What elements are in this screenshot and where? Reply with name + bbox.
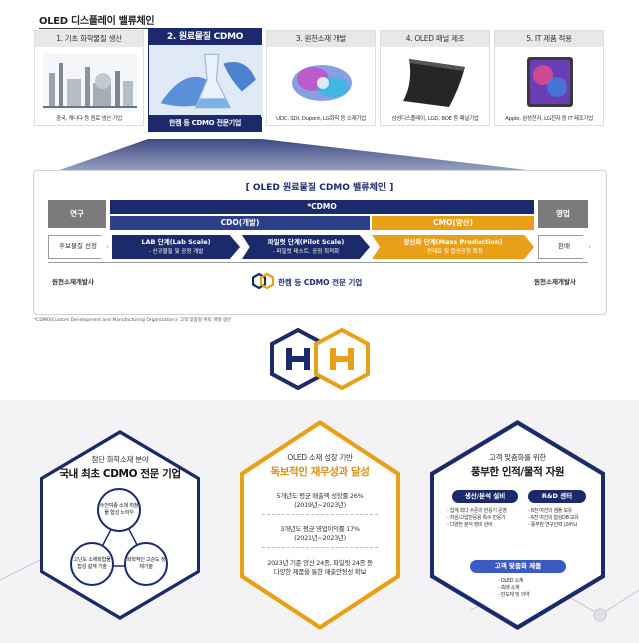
step-caption: 삼성디스플레이, LGD, BOE 등 패널기업 <box>391 116 479 122</box>
list-item: - 다양한 분석 장비 완비 <box>447 522 493 528</box>
rnd-list: - 8천 여건의 샘플 보유 - 6천 여건의 합성DB 보유 - 풍부한 연구… <box>528 508 579 529</box>
stat-margin: 3개년도 평균 영업이익률 17% <box>280 525 360 533</box>
step-chemical: 1. 기초 화학물질 생산 중국, 캐나다 등 원료 생산 기업 <box>34 30 144 126</box>
list-item: - 저온/고압반응용 특수 반응기 <box>447 515 506 521</box>
list-item: - 풍부한 연구인력 (24%) <box>528 522 577 528</box>
pill-rnd: R&D 센터 <box>528 490 586 503</box>
lab-image <box>149 45 263 117</box>
cdo-bar: CDO(개발) <box>110 216 370 230</box>
lab-desc: - 신규물질 및 공정 개발 <box>148 249 204 255</box>
step-panel: 4. OLED 패널 제조 삼성디스플레이, LGD, BOE 등 패널기업 <box>380 30 490 126</box>
stat-stability: 다양한 제품을 통한 매출안정성 확보 <box>273 568 367 576</box>
list-item: - 촉매 소재 <box>498 585 520 591</box>
mass-arrow: 양산화 단계(Mass Production) - 원재료 및 합성공정 확정 <box>372 235 534 259</box>
factory-image <box>43 53 137 111</box>
hex-mid-sub: OLED 소재 성장 기반 <box>287 453 353 462</box>
candidate-arrow: 후보물질 선정 <box>48 235 108 259</box>
step-material: 3. 원천소재 개발 UDC, SDI, Dupont, LG화학 등 소재기업 <box>266 30 376 126</box>
divider <box>262 514 378 515</box>
step-label: 2. 원료물질 CDMO <box>149 29 261 45</box>
pilot-title: 파일럿 단계(Pilot Scale) <box>267 238 345 246</box>
step-label: 4. OLED 패널 제조 <box>381 31 489 47</box>
hex-right-sub: 고객 맞춤화를 위한 <box>489 453 546 462</box>
left-company: 원천소재개발사 <box>52 278 94 286</box>
step-caption: UDC, SDI, Dupont, LG화학 등 소재기업 <box>276 116 366 122</box>
hanchem-label: 한켐 등 CDMO 전문 기업 <box>278 278 363 287</box>
material-image <box>275 53 369 111</box>
sale-arrow: 판매 <box>538 235 590 259</box>
pill-facility: 생산/분석 설비 <box>452 490 518 503</box>
circle-purify: 화학적인 고순도 정제기술 <box>124 542 168 586</box>
hex-mid-title: 독보적인 재무성과 달성 <box>270 466 370 478</box>
tablet-image <box>503 53 597 111</box>
pill-custom-products: 고객 맞춤화 제품 <box>470 560 566 573</box>
step-caption: 한켐 등 CDMO 전문기업 <box>149 115 261 131</box>
list-item: - OLED 소재 <box>498 578 524 584</box>
right-company: 원천소재개발사 <box>534 278 576 286</box>
step-it: 5. IT 제품 적용 Apple, 삼성전자, LG전자 등 IT 제조기업 <box>494 30 604 126</box>
circle-design: 고난도 소재화합물 합성 설계 기술 <box>70 542 114 586</box>
step-label: 1. 기초 화학물질 생산 <box>35 31 143 47</box>
divider <box>262 547 378 548</box>
stat-growth: 5개년도 평균 매출액 성장률 26% <box>276 492 364 500</box>
stat-growth-period: (2019년~2023년) <box>294 501 346 509</box>
products-list: - OLED 소재 - 촉매 소재 - 반도체 및 의약 <box>498 578 529 599</box>
pilot-arrow: 파일럿 단계(Pilot Scale) - 파일럿 테스트, 공정 최적화 <box>242 235 370 259</box>
step-cdmo: 2. 원료물질 CDMO 한켐 등 CDMO 전문기업 <box>148 28 263 132</box>
step-caption: Apple, 삼성전자, LG전자 등 IT 제조기업 <box>505 116 593 122</box>
hex-left-title: 국내 최초 CDMO 전문 기업 <box>59 468 181 480</box>
mass-title: 양산화 단계(Mass Production) <box>403 238 503 246</box>
pilot-desc: - 파일럿 테스트, 공정 최적화 <box>272 249 340 255</box>
page-title: OLED 디스플레이 밸류체인 <box>39 12 155 29</box>
hex-left-sub: 첨단 화학소재 분야 <box>91 455 149 464</box>
list-item: - 업계 최다 수준의 반응기 운영 <box>447 508 507 514</box>
step-caption: 중국, 캐나다 등 원료 생산 기업 <box>56 116 122 122</box>
footnote: *CDMO(Custom Development and Manufacturi… <box>34 318 232 323</box>
triangle-connector <box>90 510 150 567</box>
panel-image <box>389 53 483 111</box>
list-item: - 8천 여건의 샘플 보유 <box>528 508 572 514</box>
hanchem-logo-icon <box>252 272 274 290</box>
circle-synthesis: 수천여종 소재 최첨물 합성 노하우 <box>97 488 141 532</box>
cdmo-bar: *CDMO <box>110 200 534 214</box>
stat-margin-period: (2021년~2023년) <box>294 534 346 542</box>
research-label: 연구 <box>48 200 106 228</box>
chain-title: [ OLED 원료물질 CDMO 밸류체인 ] <box>245 183 394 193</box>
sales-label: 영업 <box>538 200 588 228</box>
lab-arrow: LAB 단계(Lab Scale) - 신규물질 및 공정 개발 <box>112 235 240 259</box>
step-label: 3. 원천소재 개발 <box>267 31 375 47</box>
stat-products: 2023년 기준 양산 24종, 파일럿 24종 등 <box>267 559 373 567</box>
cmo-bar: CMO(양산) <box>372 216 534 230</box>
hex-right-title: 풍부한 인적/물적 자원 <box>470 466 565 478</box>
lab-title: LAB 단계(Lab Scale) <box>141 238 211 246</box>
mass-desc: - 원재료 및 합성공정 확정 <box>423 249 483 255</box>
facility-list: - 업계 최다 수준의 반응기 운영 - 저온/고압반응용 특수 반응기 - 다… <box>447 508 507 529</box>
company-logo-icon <box>270 328 370 390</box>
list-item: - 6천 여건의 합성DB 보유 <box>528 515 579 521</box>
chain-divider <box>48 262 588 263</box>
step-label: 5. IT 제품 적용 <box>495 31 603 47</box>
list-item: - 반도체 및 의약 <box>498 592 530 598</box>
